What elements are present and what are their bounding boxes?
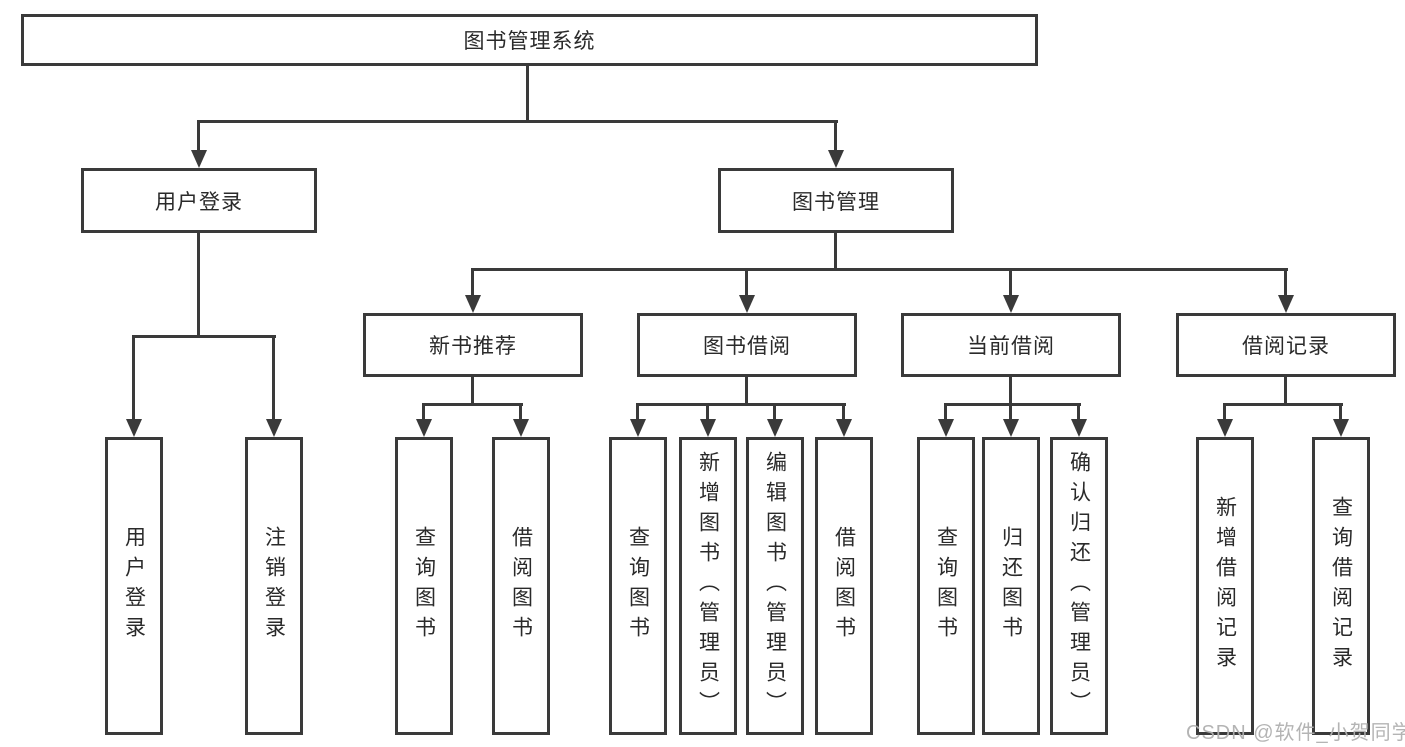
node-label: 用户登录 [122,526,146,646]
node-label: 图书管理系统 [463,30,596,53]
node-label: 注销登录 [262,526,286,646]
connector-level3-splitter [471,268,1288,271]
arrowhead-book-management [828,150,844,168]
arrowhead-borrow-book-1 [513,419,529,437]
node-label: 查询图书 [934,526,958,646]
connector-book-management-stem [834,233,837,268]
arrowhead-query-book-3 [938,419,954,437]
leaf-user-login: 用户登录 [105,437,163,735]
leaf-query-book-newrec: 查询图书 [395,437,453,735]
node-label: 图书管理 [792,190,880,214]
connector-stem-borrow-book-2 [842,403,845,421]
leaf-add-borrow-record: 新增借阅记录 [1196,437,1254,735]
arrowhead-book-borrow [739,295,755,313]
arrowhead-new-book-rec [465,295,481,313]
node-label: 新书推荐 [429,335,517,358]
connector-book-borrow-splitter [636,403,846,406]
connector-stem-current-borrow [1009,268,1012,297]
arrowhead-add-book [700,419,716,437]
connector-book-borrow-stem [745,377,748,403]
node-label: 借阅图书 [832,526,856,646]
arrowhead-confirm-return [1071,419,1087,437]
connector-stem-borrow-book-1 [519,403,522,421]
leaf-logout: 注销登录 [245,437,303,735]
connector-stem-return-book [1009,403,1012,421]
connector-stem-edit-book [773,403,776,421]
node-label: 查询图书 [412,526,436,646]
node-label: 编辑图书（管理员） [763,451,787,721]
node-label: 确认归还（管理员） [1067,451,1091,721]
csdn-watermark: CSDN @软件_小贺同学 [1186,722,1405,744]
node-book-management: 图书管理 [718,168,954,233]
connector-current-borrow-splitter [944,403,1081,406]
connector-stem-user-login [197,120,200,152]
node-current-borrowing: 当前借阅 [901,313,1121,377]
arrowhead-leaf-logout [266,419,282,437]
node-book-borrowing: 图书借阅 [637,313,857,377]
node-label: 新增图书（管理员） [696,451,720,721]
leaf-return-book: 归还图书 [982,437,1040,735]
arrowhead-return-book [1003,419,1019,437]
connector-level2-splitter [197,120,838,123]
connector-stem-book-borrow [745,268,748,297]
node-label: 归还图书 [999,526,1023,646]
node-new-book-recommendation: 新书推荐 [363,313,583,377]
connector-stem-new-book-rec [471,268,474,297]
connector-borrow-records-splitter [1223,403,1343,406]
node-label: 图书借阅 [703,335,791,358]
node-label: 借阅图书 [509,526,533,646]
node-user-login: 用户登录 [81,168,317,233]
connector-stem-query-book-2 [636,403,639,421]
arrowhead-borrow-records [1278,295,1294,313]
leaf-borrow-book-newrec: 借阅图书 [492,437,550,735]
arrowhead-borrow-book-2 [836,419,852,437]
connector-stem-borrow-records [1284,268,1287,297]
arrowhead-query-borrow-record [1333,419,1349,437]
node-label: 借阅记录 [1242,335,1330,358]
leaf-add-book-admin: 新增图书（管理员） [679,437,737,735]
connector-borrow-records-stem [1284,377,1287,403]
connector-stem-leaf-user-login [132,335,135,421]
connector-user-login-splitter [132,335,276,338]
connector-current-borrow-stem [1009,377,1012,403]
connector-user-login-stem [197,233,200,335]
node-label: 查询图书 [626,526,650,646]
arrowhead-user-login [191,150,207,168]
leaf-query-book-borrow: 查询图书 [609,437,667,735]
node-label: 查询借阅记录 [1329,496,1353,676]
arrowhead-query-book-1 [416,419,432,437]
node-borrowing-records: 借阅记录 [1176,313,1396,377]
leaf-query-borrow-record: 查询借阅记录 [1312,437,1370,735]
node-label: 用户登录 [155,190,243,214]
connector-new-book-rec-stem [471,377,474,403]
connector-root-stem [526,66,529,120]
node-label: 当前借阅 [967,335,1055,358]
leaf-borrow-book: 借阅图书 [815,437,873,735]
arrowhead-add-borrow-record [1217,419,1233,437]
leaf-confirm-return-admin: 确认归还（管理员） [1050,437,1108,735]
arrowhead-edit-book [767,419,783,437]
connector-stem-add-book [706,403,709,421]
leaf-query-book-current: 查询图书 [917,437,975,735]
node-label: 新增借阅记录 [1213,496,1237,676]
connector-stem-leaf-logout [272,335,275,421]
arrowhead-query-book-2 [630,419,646,437]
leaf-edit-book-admin: 编辑图书（管理员） [746,437,804,735]
node-library-management-system: 图书管理系统 [21,14,1038,66]
connector-stem-query-book-1 [422,403,425,421]
connector-stem-query-book-3 [944,403,947,421]
connector-stem-add-borrow-record [1223,403,1226,421]
connector-stem-book-management [834,120,837,152]
connector-new-book-rec-splitter [422,403,523,406]
arrowhead-current-borrow [1003,295,1019,313]
connector-stem-confirm-return [1077,403,1080,421]
connector-stem-query-borrow-record [1339,403,1342,421]
arrowhead-leaf-user-login [126,419,142,437]
